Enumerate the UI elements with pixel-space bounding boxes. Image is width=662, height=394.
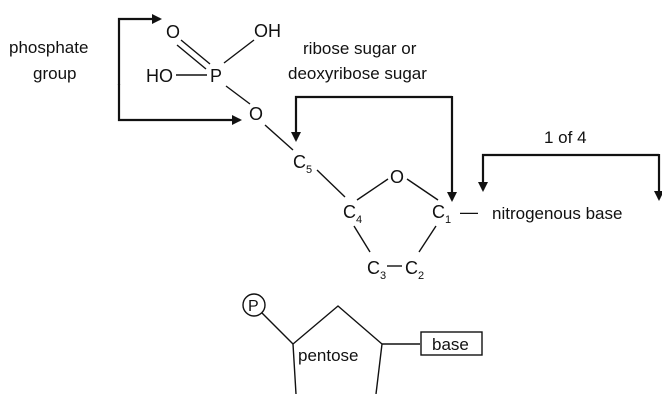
phosphate-bracket-arrow-bottom (117, 84, 242, 125)
sugar-bracket-arrow-c5 (291, 95, 452, 142)
pentose-pentagon (292, 305, 383, 394)
c5-c4-bond (316, 169, 346, 198)
phosphate-group-label-line1: phosphate (9, 38, 88, 57)
sugar-label-line2: deoxyribose sugar (288, 64, 427, 83)
base-bracket-arrow-left (478, 153, 659, 192)
p-o-bond (225, 85, 251, 105)
pentose-label: pentose (298, 346, 359, 365)
phosphate-pentose-link (261, 312, 294, 345)
double-bond-line-1 (180, 39, 211, 65)
base-box (420, 331, 483, 356)
double-bond-oxygen-atom: O (166, 22, 180, 42)
double-bond-line-2 (176, 44, 207, 70)
phosphate-circle (242, 293, 266, 317)
hydroxyl-oh-label: OH (254, 21, 281, 41)
o-c5-bond (264, 124, 294, 151)
sugar-label-line1: ribose sugar or (303, 39, 417, 58)
c3-atom: C3 (367, 258, 386, 282)
c1-base-bond-dash: — (460, 202, 478, 222)
c1-atom: C1 (432, 202, 451, 226)
c4-ringo-bond (356, 178, 389, 201)
c4-atom: C4 (343, 202, 362, 226)
phosphate-symbol: P (248, 298, 259, 315)
nitrogenous-base-label: nitrogenous base (492, 204, 622, 223)
base-label: base (432, 335, 469, 354)
phosphate-group-label-line2: group (33, 64, 76, 83)
c2-atom: C2 (405, 258, 424, 282)
c4-c3-bond (353, 225, 371, 253)
phosphorus-atom: P (210, 66, 222, 86)
ester-oxygen-atom: O (249, 104, 263, 124)
phosphate-bracket-arrow-top (117, 14, 162, 85)
hydroxyl-ho-label: HO (146, 66, 173, 86)
ringo-c1-bond (406, 178, 439, 201)
c5-atom: C5 (293, 152, 312, 176)
c2-c1-bond (418, 225, 437, 253)
p-oh-bond (223, 39, 255, 64)
ring-oxygen-atom: O (390, 167, 404, 187)
base-count-label: 1 of 4 (544, 128, 587, 147)
